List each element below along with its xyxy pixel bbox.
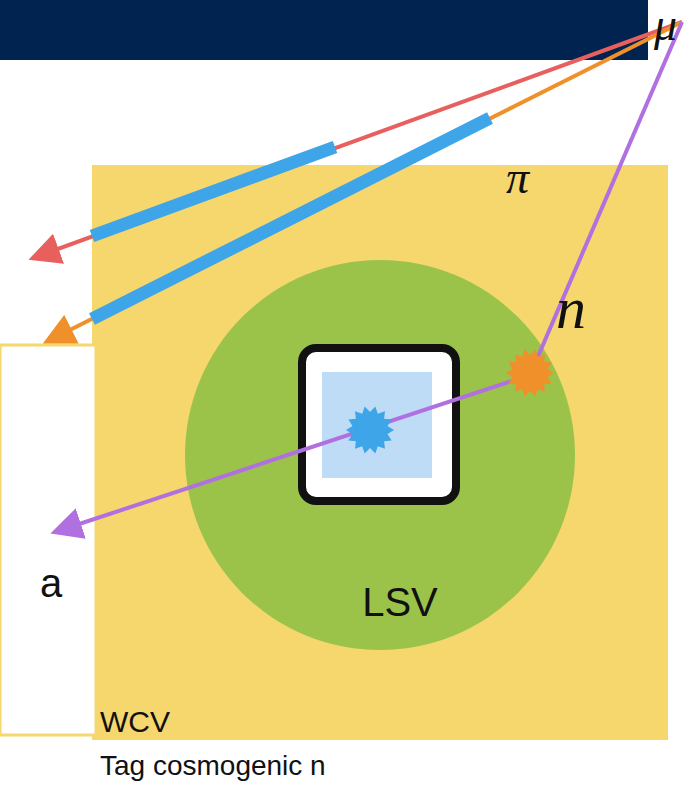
cherenkov-light <box>92 118 490 319</box>
particle-label: π <box>506 155 529 201</box>
header-band <box>0 0 648 60</box>
particle-label: n <box>556 278 586 338</box>
neutron-track <box>58 375 530 531</box>
region-name: LSV <box>362 582 438 622</box>
region-note: Tag cosmogenic n <box>100 752 326 780</box>
inner-target <box>322 372 432 478</box>
side-panel <box>0 345 96 735</box>
interaction-star <box>506 350 554 397</box>
panel-text: a <box>40 563 62 603</box>
particle-label: μ <box>654 2 677 48</box>
lsv-region: LSV <box>185 260 575 650</box>
capture-star <box>346 407 394 454</box>
cherenkov-light <box>92 147 335 236</box>
liquid-scintillator-volume <box>185 260 575 650</box>
detector-box <box>302 348 456 501</box>
muon-track <box>36 22 682 257</box>
region-name: WCV <box>100 707 170 737</box>
wcv-region: WCVTag cosmogenic nLSV <box>92 165 668 740</box>
side-panel-box: a <box>0 345 96 735</box>
pion-track <box>50 22 682 340</box>
neutron-track <box>530 22 682 375</box>
